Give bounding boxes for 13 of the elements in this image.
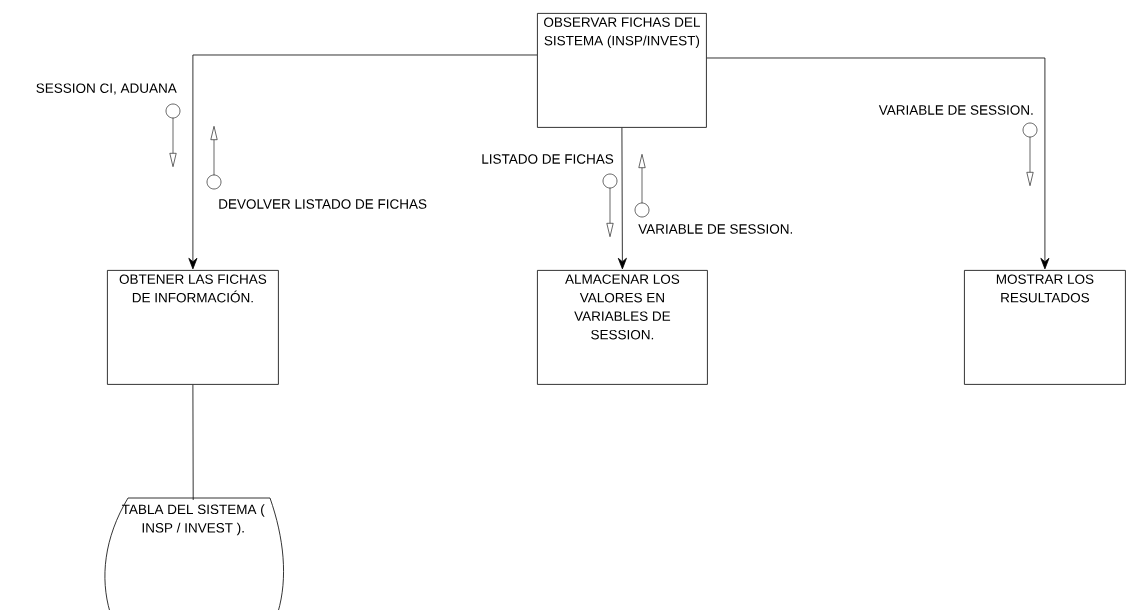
connector-arrow [188, 54, 538, 270]
couple-label: DEVOLVER LISTADO DE FICHAS [219, 199, 427, 209]
couple-label: VARIABLE DE SESSION. [878, 105, 1033, 115]
process-box: ALMACENAR LOS VALORES EN VARIABLES DE SESSION. [537, 270, 708, 385]
couple-label: SESSION CI, ADUANA [36, 83, 177, 95]
data-store: TABLA DEL SISTEMA ( INSP / INVEST ). [104, 497, 284, 610]
process-box: MOSTRAR LOS RESULTADOS [964, 270, 1126, 385]
couple-label: VARIABLE DE SESSION. [638, 224, 793, 234]
connector-arrow [617, 127, 627, 270]
couple-label: LISTADO DE FICHAS [482, 154, 614, 164]
process-box: OBTENER LAS FICHAS DE INFORMACIÓN. [107, 270, 279, 385]
connector-arrow [706, 57, 1050, 270]
process-box: OBSERVAR FICHAS DEL SISTEMA (INSP/INVEST) [537, 13, 707, 128]
